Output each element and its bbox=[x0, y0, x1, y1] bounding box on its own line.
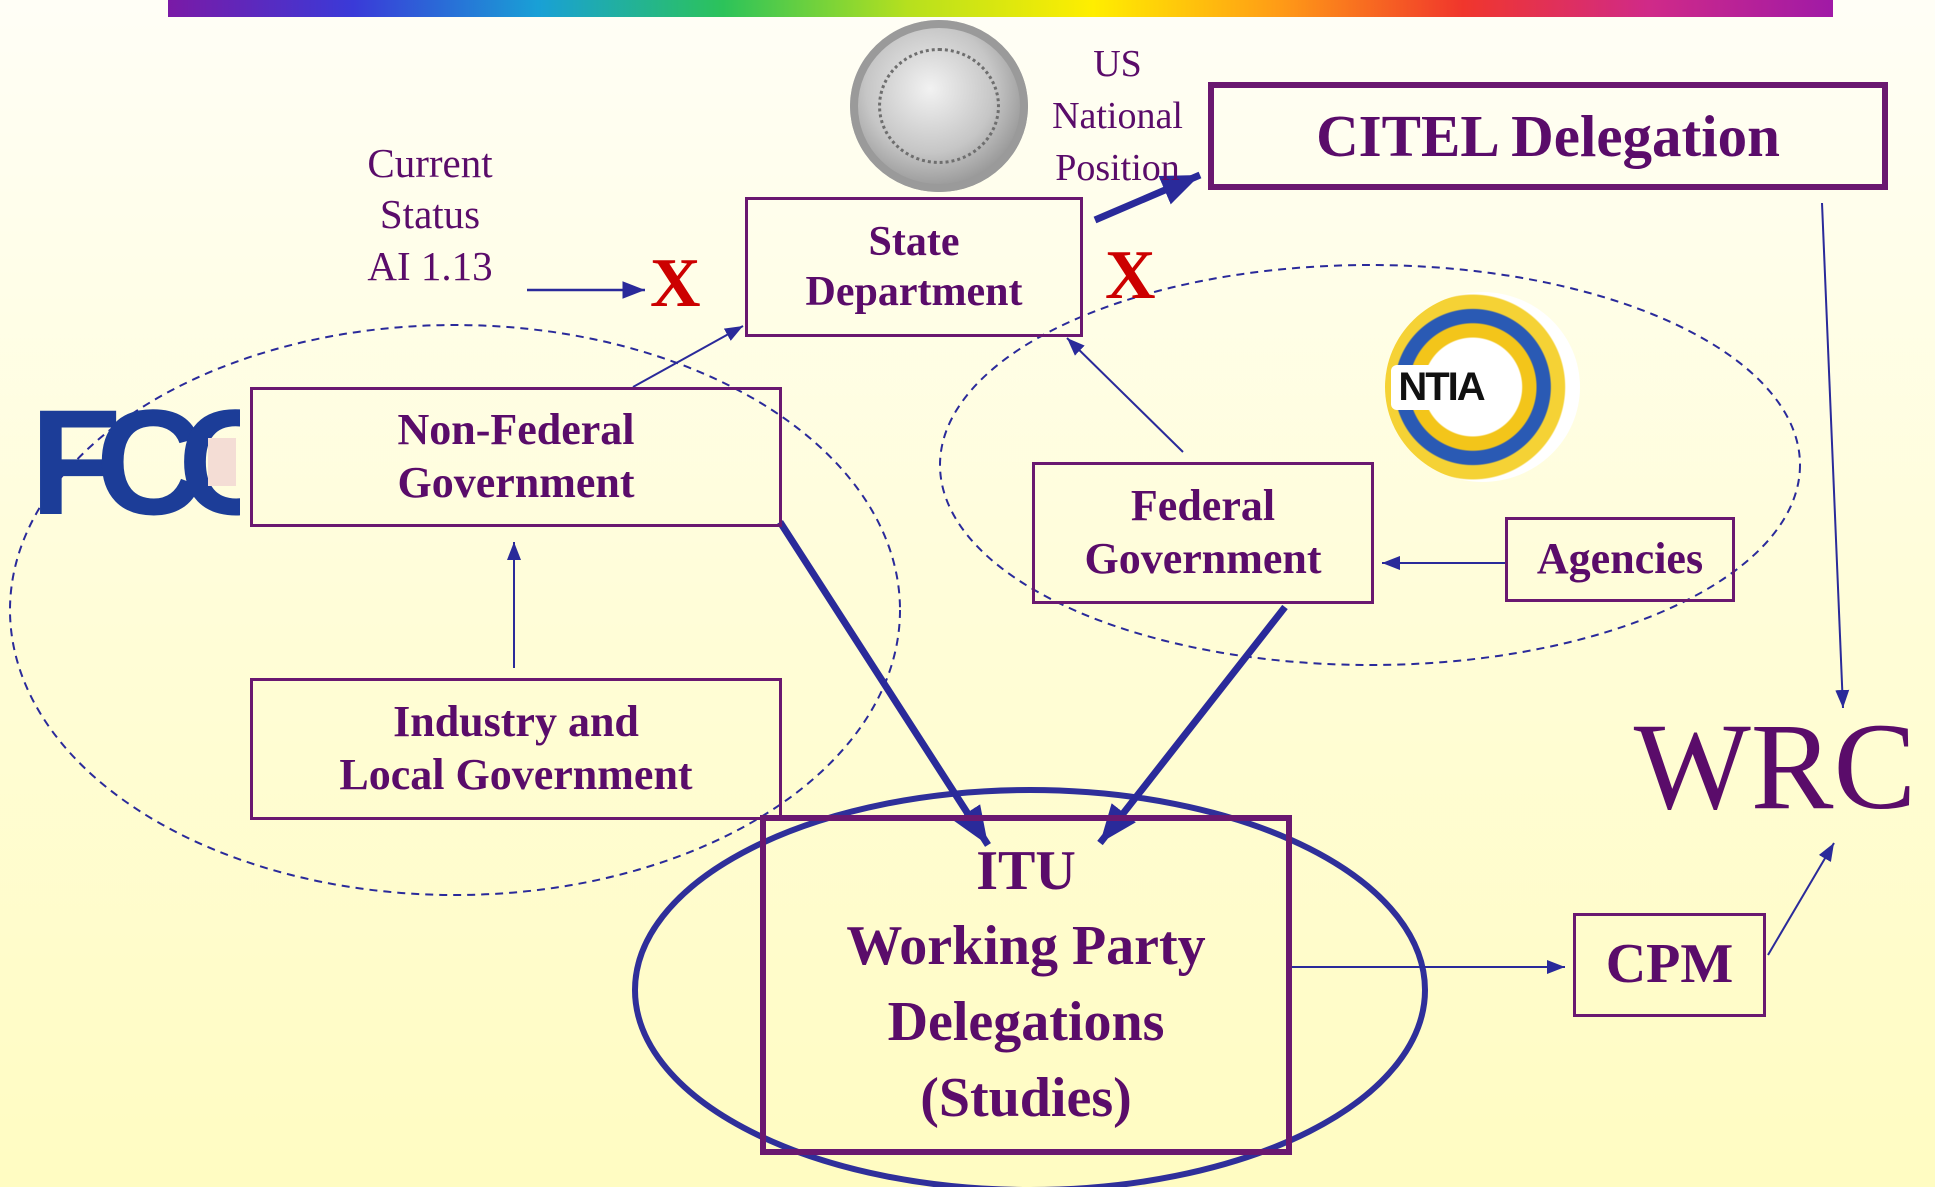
federal-line1: Federal bbox=[1130, 481, 1276, 531]
arrow-citel-to-wrc bbox=[1821, 202, 1850, 709]
fcc-logo-text: FCC bbox=[30, 395, 240, 530]
arrow-federal-to-itu bbox=[1097, 604, 1288, 846]
citel-delegation-box: CITEL Delegation bbox=[1208, 82, 1888, 190]
itu-working-party-box: ITU Working Party Delegations (Studies) bbox=[760, 815, 1292, 1155]
industry-line1: Industry and bbox=[393, 697, 639, 747]
fcc-logo: FCC bbox=[30, 395, 240, 530]
current-status-line2: Status bbox=[379, 191, 481, 238]
current-status-line3: AI 1.13 bbox=[367, 242, 493, 289]
state-department-line1: State bbox=[868, 218, 960, 265]
federal-government-box: Federal Government bbox=[1032, 462, 1374, 604]
citel-delegation-label: CITEL Delegation bbox=[1316, 102, 1780, 169]
blocked-x-mark-left: X bbox=[650, 245, 701, 322]
cpm-label: CPM bbox=[1605, 933, 1734, 996]
arrow-cpm-to-wrc bbox=[1767, 842, 1835, 956]
state-department-line2: Department bbox=[805, 269, 1023, 315]
industry-local-government-box: Industry and Local Government bbox=[250, 678, 782, 820]
itu-line4: (Studies) bbox=[920, 1066, 1132, 1129]
itu-ellipse bbox=[632, 787, 1428, 1187]
arrow-nonfederal-to-state bbox=[632, 325, 744, 388]
us-national-position-label: US National Position bbox=[1030, 38, 1205, 194]
itu-line3: Delegations bbox=[887, 991, 1165, 1053]
cpm-box: CPM bbox=[1573, 913, 1766, 1017]
itu-line2: Working Party bbox=[846, 915, 1206, 978]
agencies-label: Agencies bbox=[1536, 534, 1704, 584]
federal-domain-ellipse bbox=[939, 264, 1801, 666]
non-federal-line2: Government bbox=[397, 458, 635, 507]
itu-line1: ITU bbox=[976, 839, 1076, 902]
industry-line2: Local Government bbox=[339, 750, 693, 799]
blocked-x-mark-right: X bbox=[1105, 237, 1156, 314]
state-department-box: State Department bbox=[745, 197, 1083, 337]
federal-line2: Government bbox=[1084, 534, 1322, 583]
current-status-label: Current Status AI 1.13 bbox=[330, 138, 530, 292]
non-federal-government-box: Non-Federal Government bbox=[250, 387, 782, 527]
us-national-position-line3: Position bbox=[1055, 147, 1180, 190]
arrow-federal-to-state bbox=[1066, 337, 1184, 453]
ntia-logo-text: NTIA bbox=[1391, 365, 1491, 410]
us-national-position-line1: US bbox=[1093, 43, 1142, 85]
non-federal-domain-ellipse bbox=[9, 324, 901, 896]
fcc-logo-accent bbox=[208, 438, 236, 486]
us-national-position-line2: National bbox=[1052, 95, 1183, 138]
non-federal-line1: Non-Federal bbox=[397, 405, 635, 455]
rainbow-banner bbox=[168, 0, 1833, 17]
us-department-of-state-seal-icon bbox=[850, 20, 1028, 192]
current-status-line1: Current bbox=[367, 140, 493, 186]
agencies-box: Agencies bbox=[1505, 517, 1735, 602]
arrow-nonfederal-to-itu bbox=[777, 520, 991, 847]
wrc-label: WRC bbox=[1633, 698, 1917, 835]
arrow-state-to-citel bbox=[1093, 171, 1202, 224]
